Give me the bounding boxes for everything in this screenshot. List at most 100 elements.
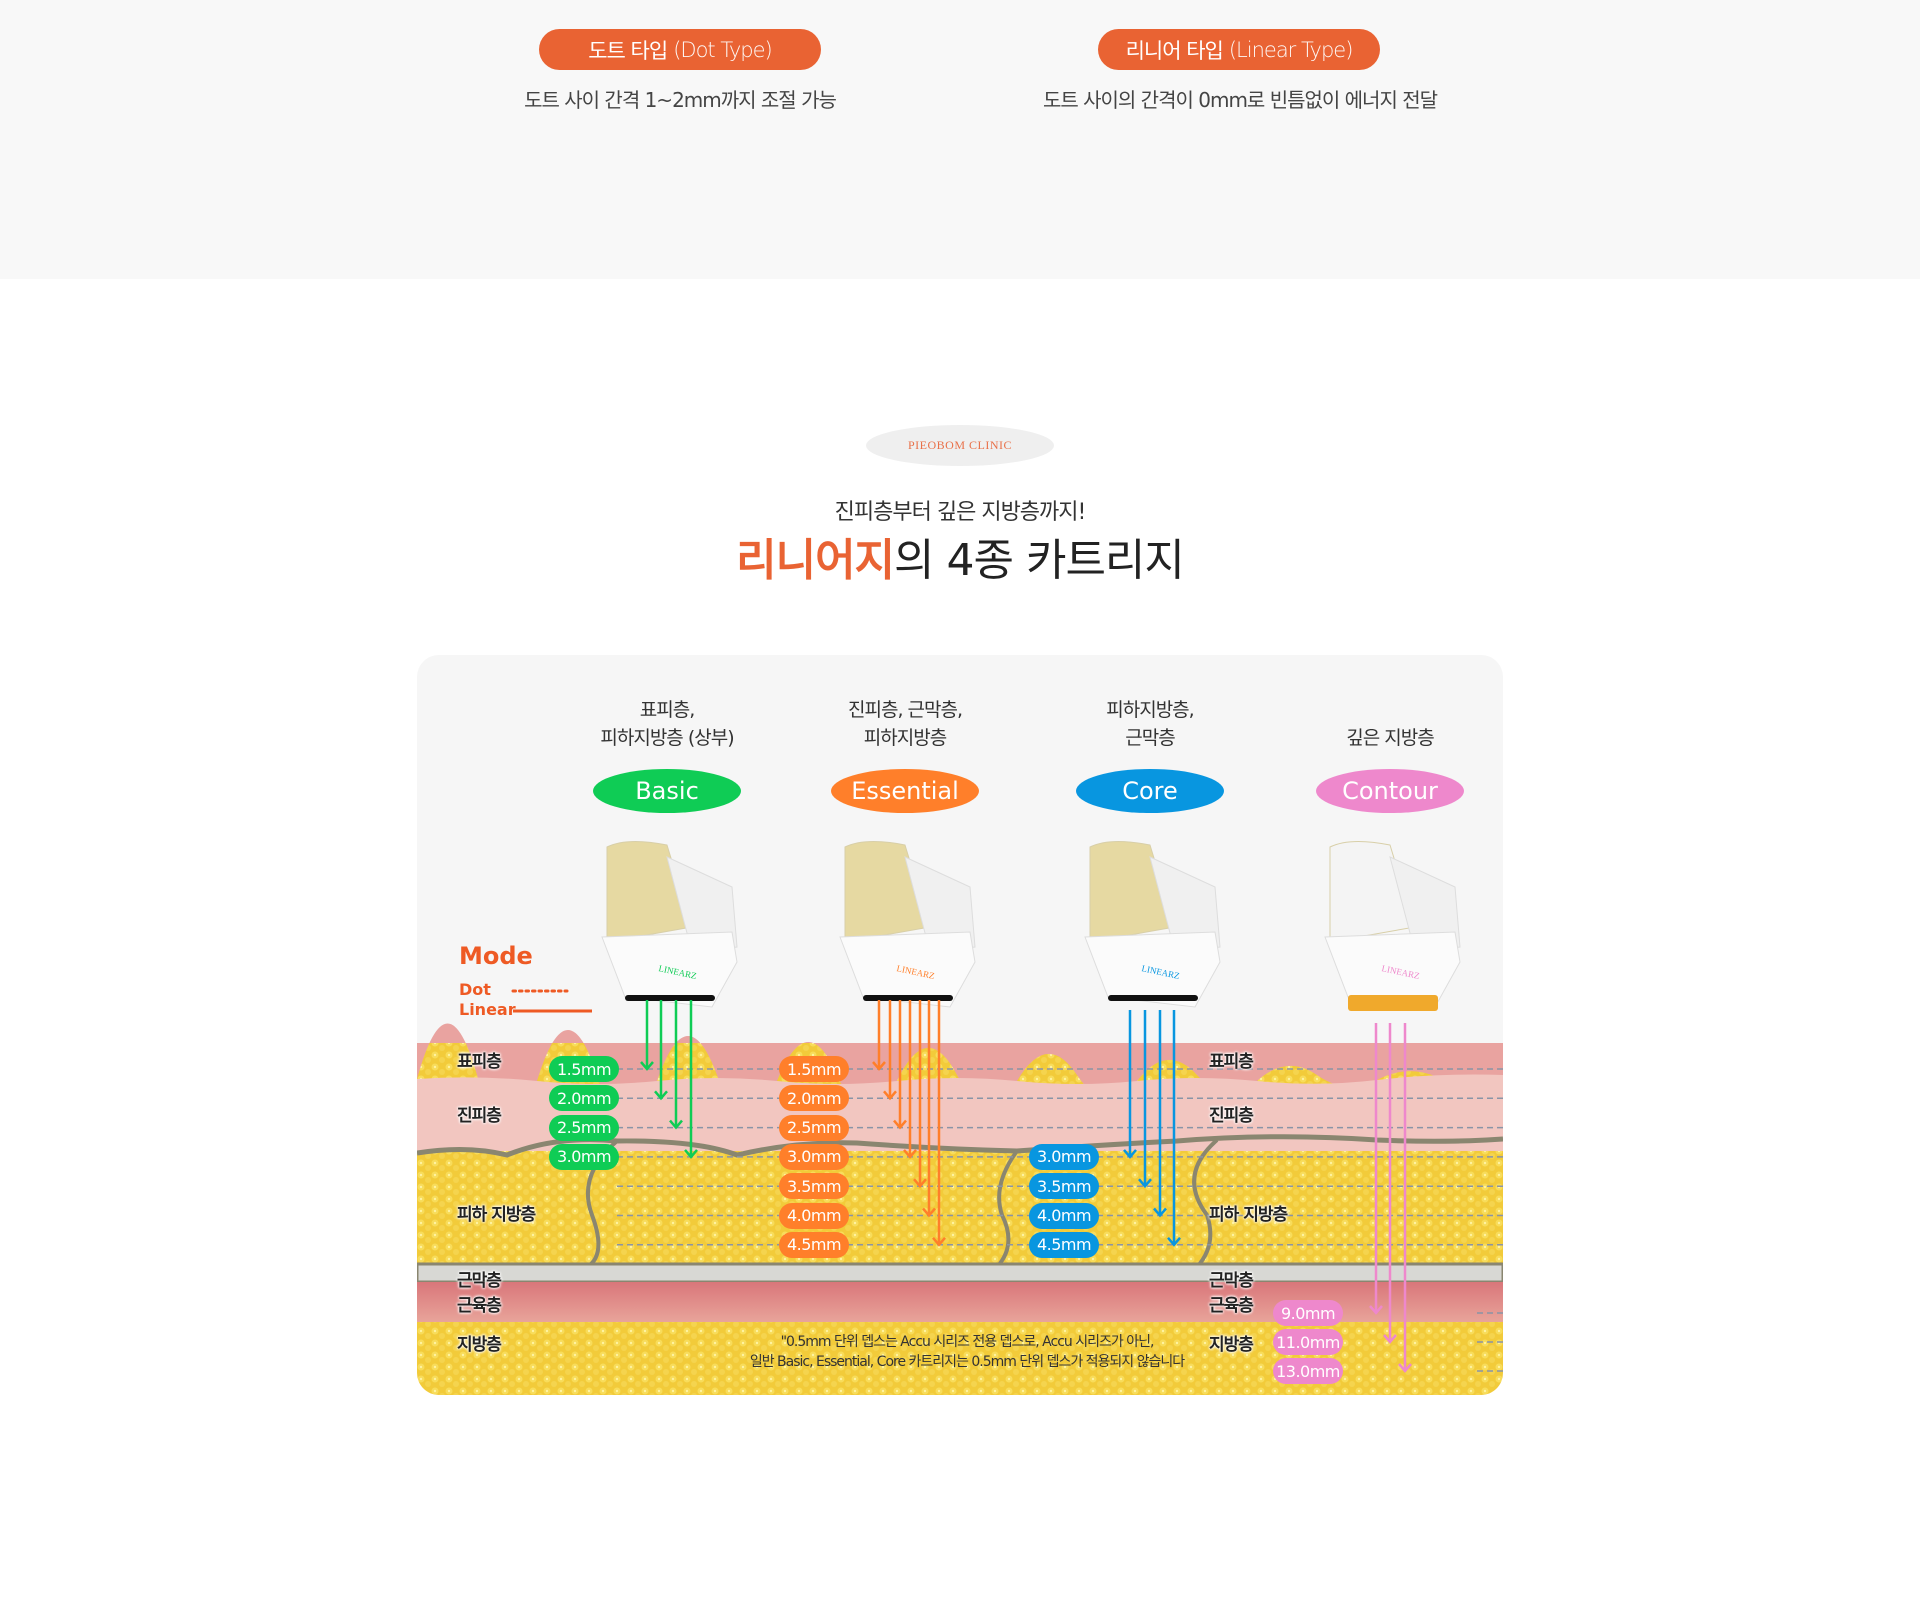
device-side (1149, 856, 1221, 953)
arrow-head (684, 1149, 698, 1159)
depth-pill: 9.0mm (1273, 1300, 1343, 1326)
device-tip (863, 995, 953, 1001)
arrow-head (1383, 1334, 1397, 1344)
arrow-head (922, 1207, 936, 1218)
layer-label-dermis-right: 진피층 (1209, 1106, 1254, 1126)
arrow-head (640, 1061, 654, 1071)
depth-pill: 11.0mm (1273, 1329, 1343, 1355)
skin-layers-illustration: LINEARZ LINEARZ LINEARZ LINEARZ (417, 841, 1503, 1395)
layer-label-muscle-right: 근육층 (1209, 1296, 1254, 1316)
linear-type-label: 리니어 타입 (1125, 38, 1224, 63)
cartridge-target-essential: 진피층, 근막층, 피하지방층 (795, 696, 1015, 752)
depth-pill: 2.5mm (779, 1114, 849, 1141)
arrow-head (669, 1119, 683, 1130)
depth-pill: 1.5mm (779, 1056, 849, 1082)
depth-pill: 3.0mm (549, 1143, 619, 1170)
title-rest: 의 4종 카트리지 (894, 535, 1185, 586)
target-line-1: 피하지방층, (1106, 699, 1194, 721)
dot-type-badge: 도트 타입(Dot Type) (539, 29, 821, 70)
arrow-head (1167, 1236, 1181, 1247)
dot-type-description: 도트 사이 간격 1~2mm까지 조절 가능 (524, 88, 837, 112)
arrow-head (872, 1061, 886, 1071)
depth-pill: 4.0mm (1029, 1202, 1099, 1229)
layer-label-fat-right: 지방층 (1209, 1335, 1254, 1355)
type-comparison-section: 도트 타입(Dot Type) 도트 사이 간격 1~2mm까지 조절 가능 리… (0, 0, 1920, 279)
depth-pill: 2.5mm (549, 1114, 619, 1141)
device-tip (1108, 995, 1198, 1001)
target-line-2: 근막층 (1125, 727, 1175, 749)
device-head (1324, 931, 1461, 1008)
linear-type-badge: 리니어 타입(Linear Type) (1098, 29, 1380, 70)
depth-pill: 1.5mm (549, 1056, 619, 1082)
target-line-2: 피하지방층 (상부) (600, 727, 734, 749)
footnote-line-2: 일반 Basic, Essential, Core 카트리지는 0.5mm 단위… (749, 1354, 1185, 1370)
arrow-head (903, 1149, 917, 1159)
cartridge-target-core: 피하지방층, 근막층 (1040, 696, 1260, 752)
depth-pill: 3.0mm (779, 1143, 849, 1170)
device-head (1084, 931, 1221, 1008)
target-line-2: 깊은 지방층 (1346, 727, 1434, 749)
target-line-1: 진피층, 근막층, (848, 699, 963, 721)
arrow-head (1153, 1207, 1167, 1218)
device-side (1389, 856, 1461, 953)
fascia-layer (417, 1262, 1503, 1284)
cartridge-core-label: Core (1076, 769, 1224, 813)
layer-label-fascia-right: 근막층 (1209, 1271, 1254, 1291)
layer-label-fascia: 근막층 (457, 1271, 502, 1291)
layer-label-dermis: 진피층 (457, 1106, 502, 1126)
device-tip (1348, 995, 1438, 1011)
depth-pill: 13.0mm (1273, 1358, 1343, 1384)
layer-label-muscle: 근육층 (457, 1296, 502, 1316)
linear-type-description: 도트 사이의 간격이 0mm로 빈틈없이 에너지 전달 (1042, 88, 1438, 112)
cartridge-diagram-card: LINEARZ LINEARZ LINEARZ LINEARZ 표피층, 피하지방층 (… (417, 655, 1503, 1395)
arrow-head (913, 1178, 927, 1189)
clinic-badge: PIEOBOM CLINIC (866, 425, 1054, 466)
arrow-head (932, 1236, 946, 1247)
cartridge-basic-label: Basic (593, 769, 741, 813)
device-tip (625, 995, 715, 1001)
device-head (601, 931, 738, 1008)
depth-pill: 2.0mm (549, 1085, 619, 1112)
cartridge-target-contour: 깊은 지방층 (1280, 696, 1500, 752)
devices: LINEARZ LINEARZ LINEARZ LINEARZ (601, 841, 1461, 1011)
depth-pill: 3.5mm (779, 1173, 849, 1200)
arrow-head (883, 1090, 897, 1101)
energy-arrows (640, 1000, 1412, 1373)
tissue-boundary (417, 1134, 1503, 1158)
section-title: 리니어지의 4종 카트리지 (0, 524, 1920, 588)
target-line-1 (1280, 696, 1500, 724)
mode-legend-title: Mode (459, 942, 533, 970)
section-subtitle: 진피층부터 깊은 지방층까지! (834, 500, 1087, 525)
layer-label-subcutaneous-fat: 피하 지방층 (457, 1205, 536, 1225)
cartridge-essential-label: Essential (831, 769, 979, 813)
arrow-head (1369, 1305, 1383, 1315)
dot-type-en: (Dot Type) (673, 37, 773, 62)
mode-linear-label: Linear (459, 1000, 516, 1019)
depth-pill: 4.5mm (779, 1231, 849, 1258)
device-basic: LINEARZ (601, 841, 738, 1008)
cartridge-contour-label: Contour (1316, 769, 1464, 813)
device-essential: LINEARZ (839, 841, 976, 1008)
device-contour: LINEARZ (1324, 841, 1461, 1011)
title-highlight: 리니어지 (736, 535, 895, 586)
target-line-1: 표피층, (639, 699, 695, 721)
arrow-head (893, 1119, 907, 1130)
depth-pill: 2.0mm (779, 1085, 849, 1112)
depth-pill: 3.0mm (1029, 1143, 1099, 1170)
depth-pill: 4.0mm (779, 1202, 849, 1229)
dot-type-label: 도트 타입 (588, 38, 668, 63)
layer-label-epidermis-right: 표피층 (1209, 1052, 1254, 1072)
arrow-head (654, 1090, 668, 1101)
arrow-head (1398, 1363, 1412, 1373)
cartridge-target-basic: 표피층, 피하지방층 (상부) (557, 696, 777, 752)
depth-pill: 3.5mm (1029, 1173, 1099, 1200)
device-head (839, 931, 976, 1008)
device-core: LINEARZ (1084, 841, 1221, 1008)
device-side (666, 856, 738, 953)
mode-dot-label: Dot (459, 980, 491, 999)
target-line-2: 피하지방층 (863, 727, 947, 749)
layer-label-subcutaneous-fat-right: 피하 지방층 (1209, 1205, 1288, 1225)
arrow-head (1123, 1149, 1137, 1159)
epidermis-layer (417, 1023, 1503, 1130)
depth-footnote: "0.5mm 단위 뎁스는 Accu 시리즈 전용 뎁스로, Accu 시리즈가… (717, 1332, 1217, 1372)
